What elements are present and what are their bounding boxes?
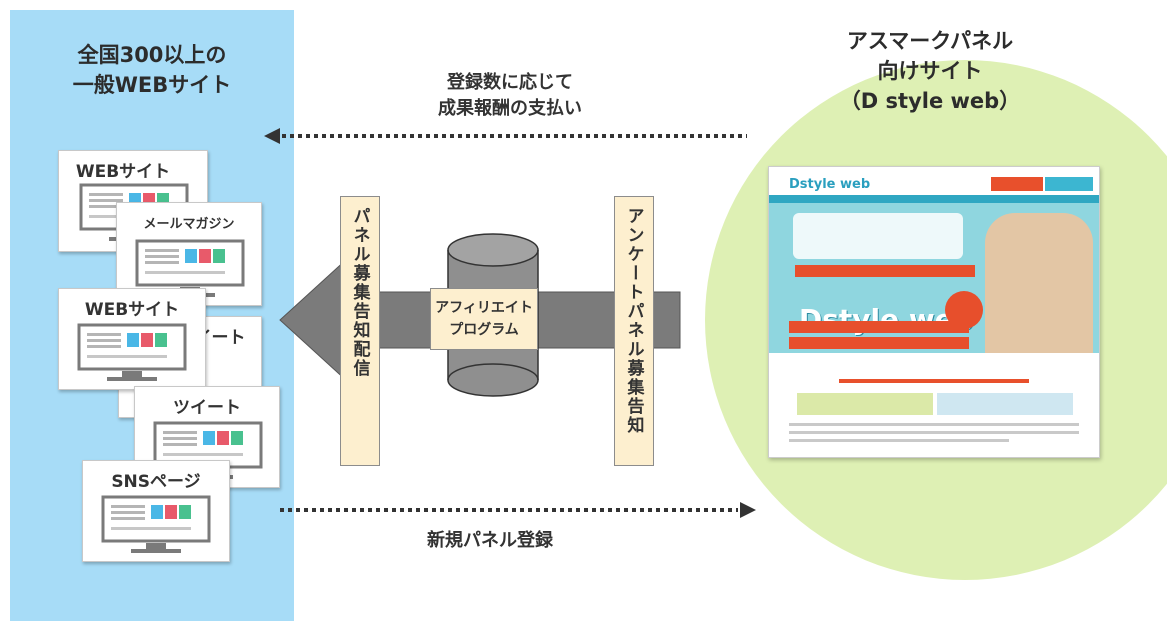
site-stat-bar — [789, 321, 969, 333]
card-web-2-title: WEBサイト — [84, 300, 180, 320]
payment-label-line2: 成果報酬の支払い — [438, 98, 582, 119]
panel-site-title-line1: アスマークパネル — [846, 29, 1014, 53]
card-web-2: WEBサイト — [58, 288, 206, 390]
panel-recruit-notice-box: パネル募集告知配信 — [340, 196, 380, 466]
panel-site-title-line2: 向けサイト — [877, 59, 983, 83]
monitor-icon — [77, 323, 187, 381]
card-web-1-title: WEBサイト — [75, 162, 171, 182]
survey-recruit-notice-box: アンケートパネル募集告知 — [614, 196, 654, 466]
left-title-line1: 全国300以上の — [77, 43, 227, 67]
affiliate-program-line2: プログラム — [449, 322, 519, 338]
affiliate-program-label: アフィリエイト プログラム — [430, 288, 538, 350]
site-text-line — [789, 431, 1079, 434]
left-title-line2: 一般WEBサイト — [72, 73, 232, 97]
panel-site-title-line3: （D style web） — [839, 89, 1021, 113]
registration-dotted-arrow — [280, 502, 756, 518]
card-sns-page: SNSページ — [82, 460, 230, 562]
site-nav-bar — [769, 195, 1099, 203]
panel-site-title: アスマークパネル 向けサイト （D style web） — [800, 26, 1060, 116]
payment-dotted-arrow — [264, 128, 747, 144]
payment-label-line1: 登録数に応じて — [447, 72, 573, 93]
site-hero-speech — [793, 213, 963, 259]
left-panel-title: 全国300以上の 一般WEBサイト — [10, 40, 294, 100]
card-mail-magazine-title: メールマガジン — [143, 217, 235, 232]
site-logo: Dstyle web — [789, 177, 871, 192]
card-tweet-title: ツイート — [173, 398, 241, 418]
survey-recruit-notice-text: アンケートパネル募集告知 — [623, 207, 644, 435]
site-banner — [937, 393, 1073, 415]
dstyle-web-screenshot: Dstyle web Dstyle web — [768, 166, 1100, 458]
site-text-line — [789, 439, 1009, 442]
site-text-line — [789, 423, 1079, 426]
card-sns-page-title: SNSページ — [111, 472, 201, 492]
monitor-icon — [101, 495, 211, 553]
site-notice-line — [839, 379, 1029, 383]
site-banner — [797, 393, 933, 415]
payment-label: 登録数に応じて 成果報酬の支払い — [390, 70, 630, 122]
site-hero-banner — [795, 265, 975, 277]
registration-label: 新規パネル登録 — [427, 530, 553, 551]
site-header-button — [1045, 177, 1093, 191]
panel-recruit-notice-text: パネル募集告知配信 — [349, 207, 370, 378]
site-stat-bar — [789, 337, 969, 349]
card-tweet-back-title: イート — [194, 328, 246, 348]
affiliate-program-line1: アフィリエイト — [435, 300, 533, 316]
site-hero-people — [985, 213, 1093, 353]
site-header-button — [991, 177, 1043, 191]
